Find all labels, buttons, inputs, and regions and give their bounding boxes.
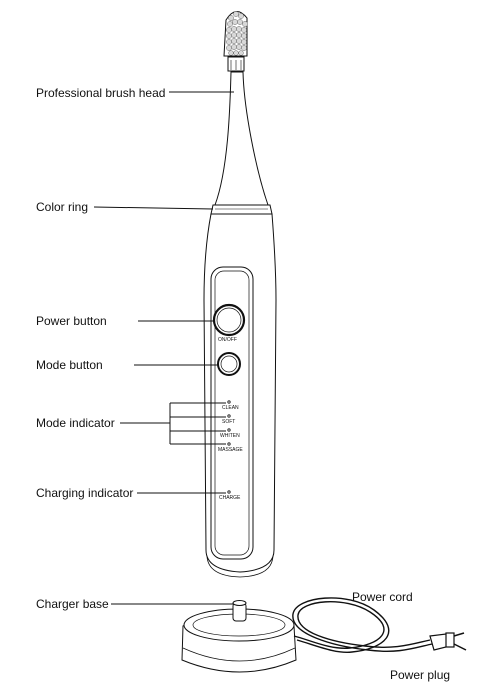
label-mode-button: Mode button (36, 358, 103, 372)
power-cord-drawing (293, 601, 431, 649)
label-brush-head: Professional brush head (36, 86, 166, 100)
mode-marking-massage: MASSAGE (218, 447, 243, 453)
control-panel (210, 266, 254, 560)
on-off-marking: ON/OFF (218, 337, 237, 343)
mode-marking-soft: SOFT (222, 419, 235, 425)
color-ring (210, 204, 273, 215)
label-color-ring: Color ring (36, 200, 89, 214)
brush-bristles (223, 11, 248, 72)
label-charging-indicator: Charging indicator (36, 486, 134, 500)
power-button (212, 303, 246, 337)
mode-marking-whiten: WHITEN (220, 433, 240, 439)
leader-lines (93, 91, 234, 605)
power-plug-drawing (429, 632, 467, 651)
label-mode-indicator: Mode indicator (36, 416, 115, 430)
charger-base-drawing (181, 600, 297, 673)
label-power-cord: Power cord (352, 590, 413, 604)
label-power-button: Power button (36, 314, 107, 328)
charging-indicator-led (227, 490, 231, 494)
label-charger-base: Charger base (36, 597, 109, 611)
mode-marking-clean: CLEAN (222, 405, 239, 411)
label-power-plug: Power plug (390, 668, 451, 682)
charge-marking: CHARGE (219, 495, 241, 501)
mode-indicator-leds (227, 400, 231, 446)
